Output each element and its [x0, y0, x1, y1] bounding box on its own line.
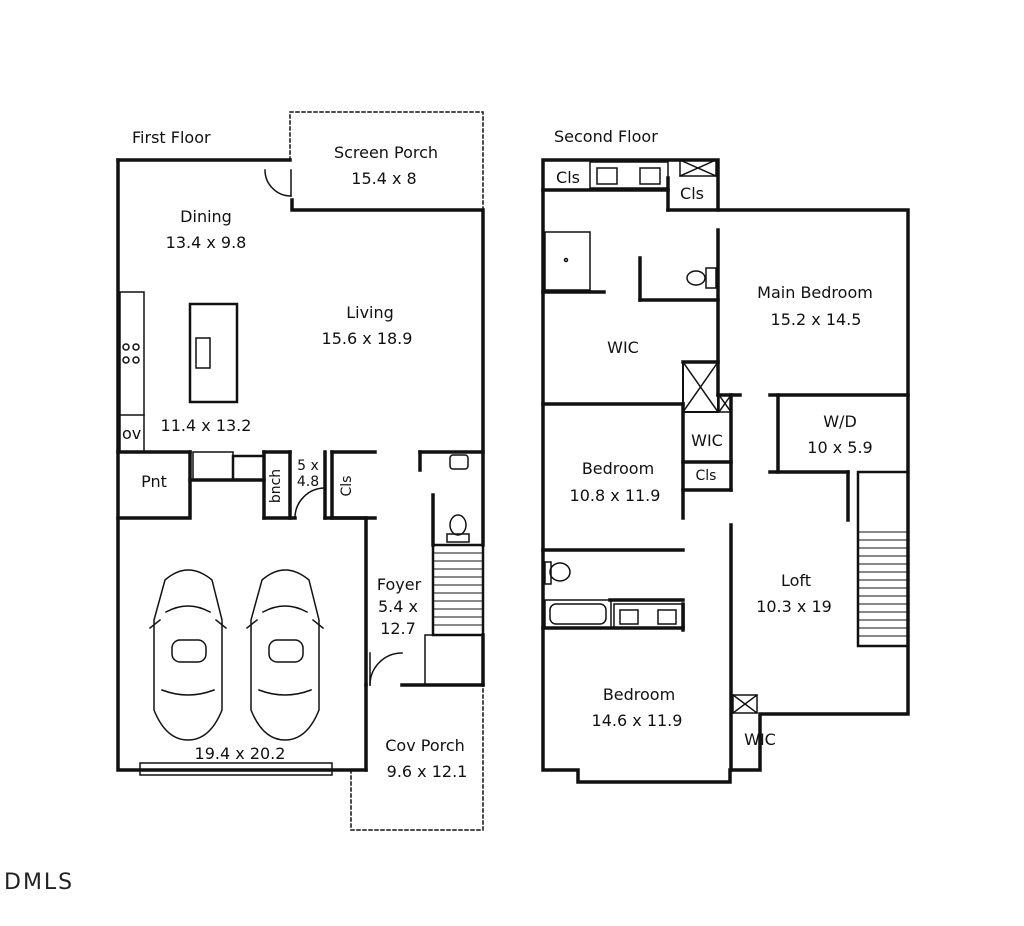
bench-label: bnch [268, 468, 284, 504]
oven-label: ov [122, 424, 142, 443]
closet-first-label: Cls [339, 475, 355, 497]
porch-outlines [289, 111, 484, 831]
bedroom-3-name: Bedroom [602, 685, 676, 704]
loft-dims: 10.3 x 19 [756, 597, 832, 616]
dining-dims: 13.4 x 9.8 [165, 233, 247, 252]
closet-top-left-label: Cls [556, 168, 580, 187]
screen-porch-dims: 15.4 x 8 [351, 169, 417, 188]
wic-bottom-label: WIC [744, 730, 776, 749]
second-floor-fixtures [544, 159, 909, 715]
mud-dims-b: 4.8 [296, 474, 320, 490]
cov-porch-dims: 9.6 x 12.1 [386, 762, 468, 781]
first-floor-doors [264, 169, 403, 686]
wic-main-label: WIC [607, 338, 639, 357]
living-dims: 15.6 x 18.9 [321, 329, 413, 348]
first-floor-thin-walls [119, 291, 485, 776]
car-icon [148, 569, 228, 741]
mls-watermark: DMLS [4, 870, 75, 895]
loft-name: Loft [780, 571, 812, 590]
main-bedroom-name: Main Bedroom [757, 283, 873, 302]
wd-dims: 10 x 5.9 [807, 438, 873, 457]
foyer-dims-a: 5.4 x [378, 597, 418, 616]
wic-small-label: WIC [691, 431, 723, 450]
car-icon [245, 569, 325, 741]
closet-top-right-label: Cls [680, 184, 704, 203]
bedroom-3-dims: 14.6 x 11.9 [591, 711, 683, 730]
mud-dims-a: 5 x [297, 458, 319, 474]
living-name: Living [346, 303, 394, 322]
pantry-label: Pnt [141, 472, 167, 491]
closet-small-label: Cls [695, 468, 717, 484]
wd-name: W/D [823, 412, 857, 431]
screen-porch-name: Screen Porch [333, 143, 439, 162]
bedroom-2-name: Bedroom [581, 459, 655, 478]
main-bedroom-dims: 15.2 x 14.5 [770, 310, 862, 329]
kitchen-dims: 11.4 x 13.2 [160, 416, 252, 435]
second-floor-title: Second Floor [554, 127, 658, 146]
garage-dims: 19.4 x 20.2 [194, 744, 286, 763]
foyer-name: Foyer [376, 575, 422, 594]
bedroom-2-dims: 10.8 x 11.9 [569, 486, 661, 505]
first-floor-title: First Floor [132, 128, 211, 147]
foyer-dims-b: 12.7 [380, 619, 416, 638]
cov-porch-name: Cov Porch [385, 736, 465, 755]
dining-name: Dining [180, 207, 232, 226]
